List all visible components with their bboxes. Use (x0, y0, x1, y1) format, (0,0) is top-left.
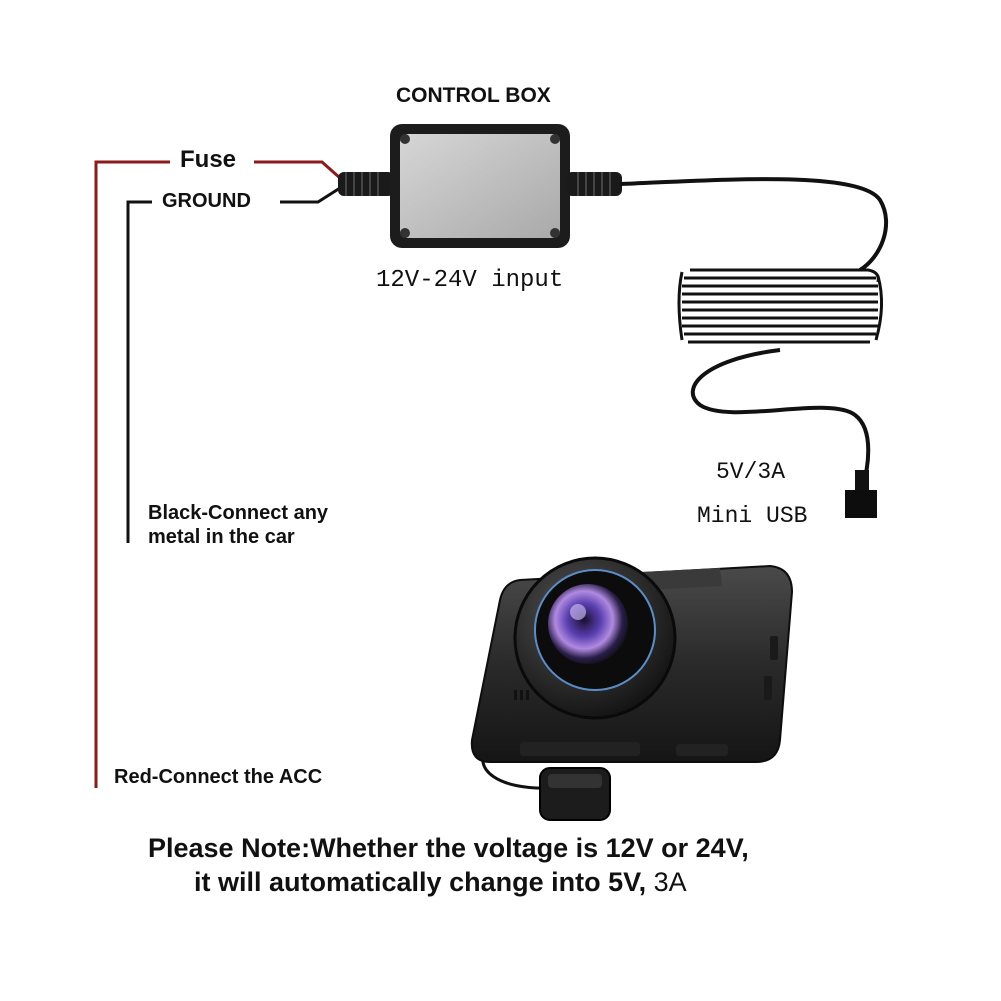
control-box-title: CONTROL BOX (396, 84, 551, 107)
output-connector-label: Mini USB (697, 503, 808, 529)
output-cable (619, 177, 889, 272)
note-line-1: Please Note:Whether the voltage is 12V o… (148, 833, 749, 863)
red-wire-to-box (254, 160, 341, 180)
control-box (390, 124, 570, 248)
red-wire-label: Red-Connect the ACC (114, 766, 323, 788)
black-wire (126, 200, 152, 543)
note-line-2-row: it will automatically change into 5V, 3A (194, 867, 687, 898)
black-wire-label-line2: metal in the car (148, 526, 295, 548)
ground-label: GROUND (162, 190, 251, 212)
coiled-cable (677, 268, 884, 344)
output-rating-label: 5V/3A (716, 459, 786, 485)
note-line-2-tail: 3A (653, 867, 687, 897)
note-line-2: it will automatically change into 5V, (194, 867, 647, 897)
strain-relief-left (338, 172, 394, 196)
dash-camera (470, 556, 794, 821)
fuse-label: Fuse (180, 146, 237, 173)
black-wire-to-box (280, 186, 341, 204)
usb-cable (690, 348, 871, 489)
input-range-label: 12V-24V input (376, 267, 564, 294)
mini-usb-plug (845, 470, 877, 518)
black-wire-label: Black-Connect any (148, 502, 329, 524)
red-wire (94, 160, 170, 788)
strain-relief-right (566, 172, 622, 196)
